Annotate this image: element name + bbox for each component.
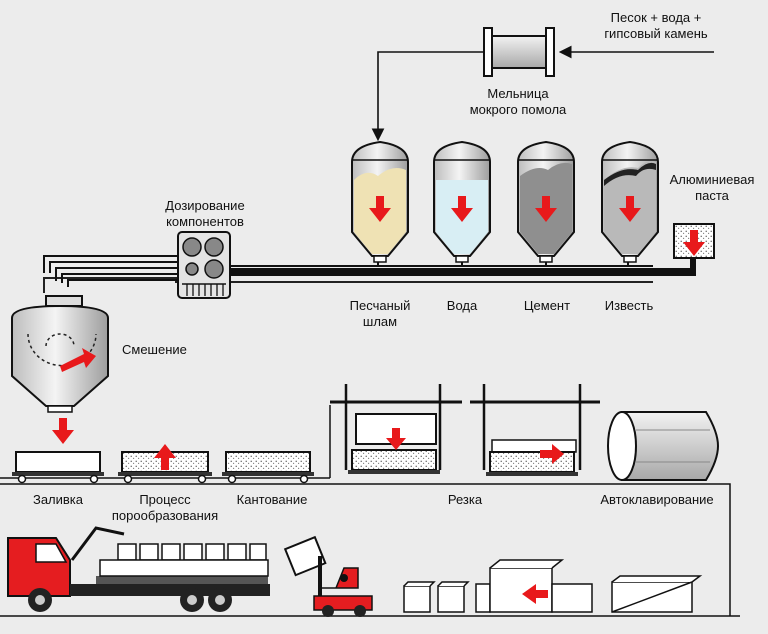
tilting-label: Кантование — [236, 492, 308, 507]
main-pipe — [43, 255, 696, 293]
arrow-icon — [369, 196, 391, 222]
cutting-frame-icon — [330, 384, 462, 474]
silo-cement-label: Цемент — [523, 298, 571, 313]
mold-pouring — [12, 451, 104, 484]
arrow-icon — [522, 584, 548, 604]
mill-icon — [483, 27, 555, 77]
block-icon — [403, 559, 703, 613]
arrow-icon — [535, 196, 557, 222]
floor-lines — [0, 405, 740, 617]
mold-foaming — [118, 444, 212, 484]
mold-tilting — [222, 451, 314, 484]
mixing-label: Смешение — [122, 342, 187, 357]
autoclave-icon — [607, 411, 720, 481]
arrow-icon — [619, 196, 641, 222]
autoclave-label: Автоклавирование — [600, 492, 714, 507]
silo-lime-label: Известь — [604, 298, 654, 313]
input-materials-label: Песок + вода +гипсовый камень — [604, 10, 708, 41]
aluminum-container-icon — [673, 223, 715, 259]
dosing-unit-icon — [177, 231, 231, 299]
arrow-icon — [451, 196, 473, 222]
mill-to-sand-arrow — [371, 51, 484, 142]
silo-water-label: Вода — [446, 298, 478, 313]
cutting-label: Резка — [447, 492, 483, 507]
forklift-icon — [283, 535, 373, 617]
pouring-label: Заливка — [32, 492, 84, 507]
cutting-frame-icon — [470, 384, 600, 476]
mixer-icon — [11, 295, 109, 413]
arrow-icon — [52, 418, 74, 444]
truck-icon — [7, 526, 270, 612]
